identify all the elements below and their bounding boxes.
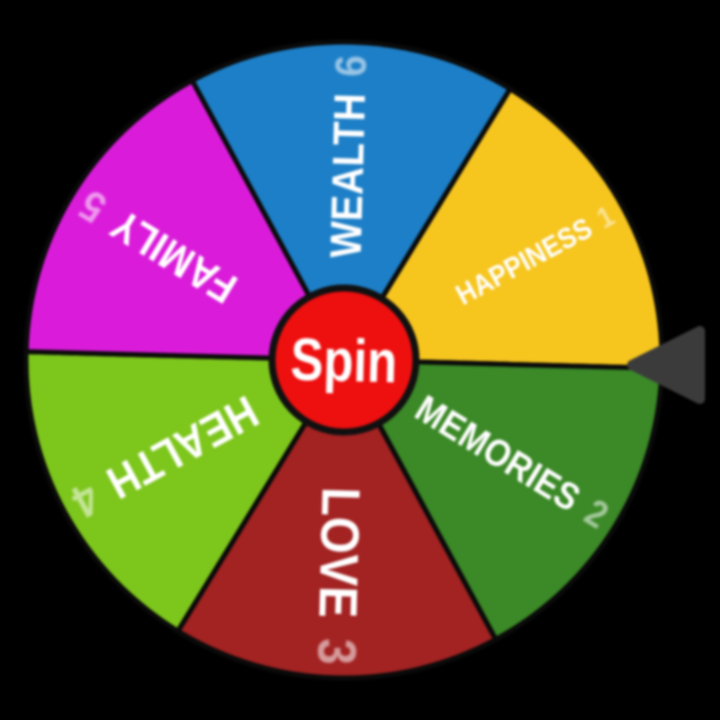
- segment-wedge-family[interactable]: [23, 76, 351, 363]
- segment-wedge-health[interactable]: [19, 349, 347, 636]
- segment-wedge-memories[interactable]: [337, 357, 665, 644]
- segment-wedge-wealth[interactable]: [185, 38, 513, 364]
- spin-button[interactable]: [268, 284, 420, 436]
- segment-wedge-love[interactable]: [175, 356, 503, 682]
- segment-wedge-happiness[interactable]: [341, 85, 669, 371]
- pointer-arrow-icon: [627, 326, 705, 404]
